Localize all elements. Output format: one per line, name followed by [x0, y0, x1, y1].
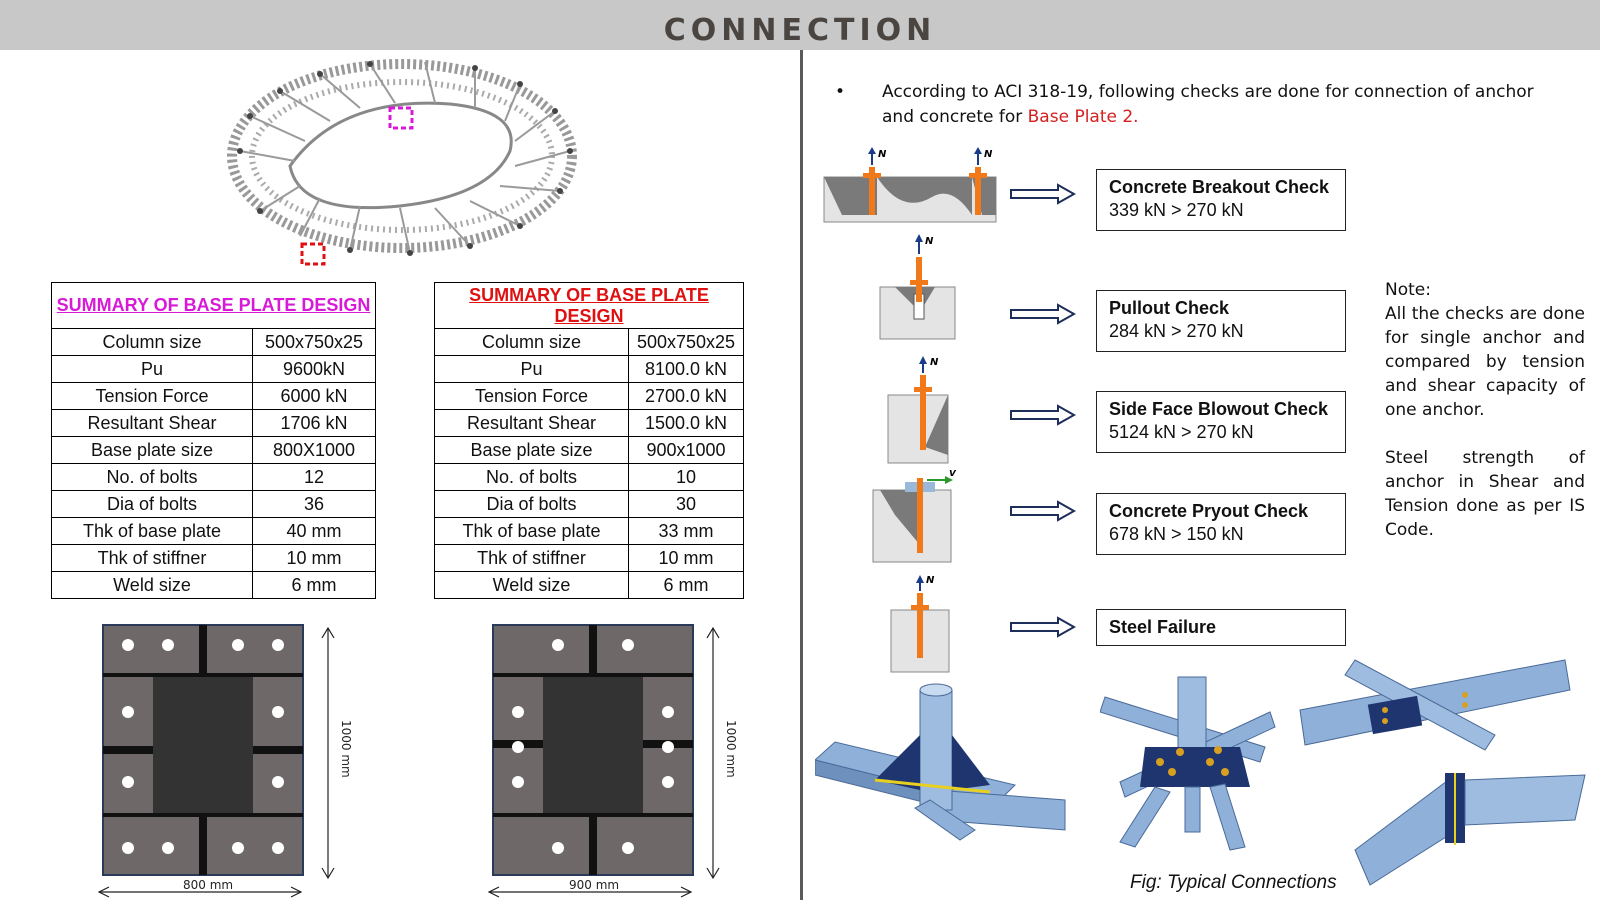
table-cell: Column size	[434, 328, 629, 356]
tension-label: N	[984, 149, 993, 160]
check-pullout: Pullout Check 284 kN > 270 kN	[1096, 290, 1346, 352]
table-cell: 900x1000	[628, 436, 744, 464]
table-title: SUMMARY OF BASE PLATE DESIGN	[434, 282, 744, 329]
table-cell: 10	[628, 463, 744, 491]
table-cell: 8100.0 kN	[628, 355, 744, 383]
vertical-divider	[800, 50, 803, 900]
plate2-height-label: 1000 mm	[724, 720, 738, 778]
table-cell: Base plate size	[51, 436, 253, 464]
table-cell: Dia of bolts	[434, 490, 629, 518]
table-cell: No. of bolts	[51, 463, 253, 491]
table-cell: Column size	[51, 328, 253, 356]
connection-render-2	[1100, 676, 1276, 851]
right-arrow-icon	[1010, 404, 1076, 426]
tension-label: N	[930, 357, 939, 368]
check-title: Steel Failure	[1109, 617, 1217, 637]
table-cell: 33 mm	[628, 517, 744, 545]
right-arrow-icon	[1010, 616, 1076, 638]
table-cell: 40 mm	[252, 517, 376, 545]
plate1-height-label: 1000 mm	[339, 720, 353, 778]
tension-label: N	[925, 236, 934, 247]
pryout-diagram: V	[872, 470, 957, 563]
note-paragraph-2: Steel strength of anchor in Shear and Te…	[1385, 448, 1585, 540]
note-block: Note: All the checks are done for single…	[1385, 278, 1585, 566]
table-cell: 9600kN	[252, 355, 376, 383]
bullet-dot: •	[835, 82, 846, 102]
table-cell: 10 mm	[628, 544, 744, 572]
plate1-width-label: 800 mm	[183, 878, 233, 892]
breakout-diagram: N N	[823, 147, 997, 223]
intro-text: According to ACI 318-19, following check…	[882, 82, 1534, 127]
table-cell: Resultant Shear	[434, 409, 629, 437]
right-arrow-icon	[1010, 500, 1076, 522]
table-title: SUMMARY OF BASE PLATE DESIGN	[51, 282, 376, 329]
right-arrow-icon	[1010, 303, 1076, 325]
intro-highlight: Base Plate 2.	[1027, 107, 1139, 127]
table-cell: Resultant Shear	[51, 409, 253, 437]
table-cell: 6 mm	[252, 571, 376, 599]
table-cell: 36	[252, 490, 376, 518]
side-face-blowout-diagram: N	[887, 356, 949, 464]
check-title: Side Face Blowout Check	[1109, 399, 1329, 419]
page-title: CONNECTION	[663, 13, 937, 48]
base-plate-summary-table-2: SUMMARY OF BASE PLATE DESIGN Column size…	[434, 282, 744, 599]
check-title: Pullout Check	[1109, 298, 1230, 318]
check-value: 284 kN > 270 kN	[1109, 321, 1244, 341]
shear-label: V	[949, 470, 957, 479]
table-cell: Thk of stiffner	[51, 544, 253, 572]
table-cell: 1500.0 kN	[628, 409, 744, 437]
base-plate-2-marker	[388, 106, 414, 130]
base-plate-2-drawing: 1000 mm 900 mm	[487, 624, 738, 898]
check-steel-failure: Steel Failure	[1096, 609, 1346, 646]
table-cell: Base plate size	[434, 436, 629, 464]
figure-caption: Fig: Typical Connections	[1130, 872, 1337, 893]
table-cell: 6 mm	[628, 571, 744, 599]
table-cell: 500x750x25	[628, 328, 744, 356]
table-cell: Thk of base plate	[434, 517, 629, 545]
plate2-width-label: 900 mm	[569, 878, 619, 892]
check-concrete-pryout: Concrete Pryout Check 678 kN > 150 kN	[1096, 493, 1346, 555]
check-title: Concrete Breakout Check	[1109, 177, 1330, 197]
check-value: 339 kN > 270 kN	[1109, 200, 1244, 220]
table-cell: 10 mm	[252, 544, 376, 572]
table-cell: Weld size	[51, 571, 253, 599]
table-cell: Thk of base plate	[51, 517, 253, 545]
base-plate-1-marker	[300, 242, 326, 266]
right-arrow-icon	[1010, 183, 1076, 205]
base-plate-summary-table-1: SUMMARY OF BASE PLATE DESIGN Column size…	[51, 282, 376, 599]
check-value: 678 kN > 150 kN	[1109, 524, 1244, 544]
check-title: Concrete Pryout Check	[1109, 501, 1309, 521]
note-paragraph-1: All the checks are done for single ancho…	[1385, 304, 1585, 420]
check-concrete-breakout: Concrete Breakout Check 339 kN > 270 kN	[1096, 169, 1346, 231]
steel-failure-diagram: N	[890, 575, 950, 673]
table-cell: No. of bolts	[434, 463, 629, 491]
intro-paragraph: • According to ACI 318-19, following che…	[835, 80, 1555, 130]
table-cell: Tension Force	[434, 382, 629, 410]
table-cell: Dia of bolts	[51, 490, 253, 518]
table-cell: Tension Force	[51, 382, 253, 410]
tension-label: N	[926, 575, 935, 586]
table-cell: Pu	[51, 355, 253, 383]
table-cell: Thk of stiffner	[434, 544, 629, 572]
stadium-roof-illustration	[227, 59, 577, 266]
table-cell: Weld size	[434, 571, 629, 599]
table-cell: 6000 kN	[252, 382, 376, 410]
table-cell: 500x750x25	[252, 328, 376, 356]
check-side-face-blowout: Side Face Blowout Check 5124 kN > 270 kN	[1096, 391, 1346, 453]
connection-render-1	[815, 683, 1066, 841]
tension-label: N	[878, 149, 887, 160]
header-bar: CONNECTION	[0, 0, 1600, 50]
table-cell: 2700.0 kN	[628, 382, 744, 410]
table-cell: 12	[252, 463, 376, 491]
table-cell: Pu	[434, 355, 629, 383]
table-cell: 800X1000	[252, 436, 376, 464]
check-value: 5124 kN > 270 kN	[1109, 422, 1254, 442]
connection-render-3	[1299, 659, 1586, 886]
note-heading: Note:	[1385, 280, 1431, 300]
table-cell: 30	[628, 490, 744, 518]
pullout-diagram: N	[879, 234, 956, 340]
table-cell: 1706 kN	[252, 409, 376, 437]
base-plate-1-drawing: 1000 mm 800 mm	[97, 624, 353, 898]
